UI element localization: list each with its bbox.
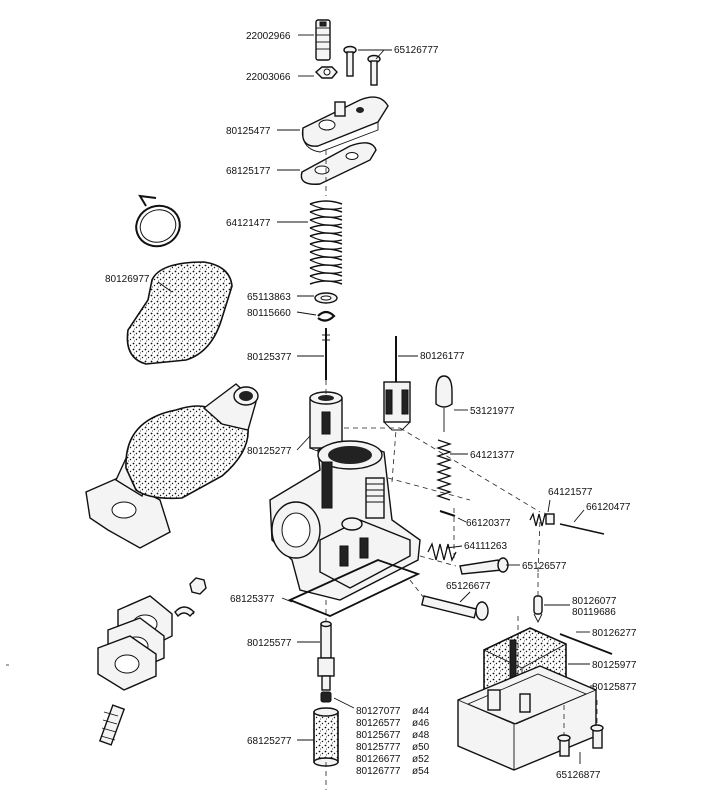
label-80125277: 80125277 xyxy=(247,446,292,457)
hose-clamp-part xyxy=(135,194,181,248)
label-80115660: 80115660 xyxy=(247,308,291,319)
label-80119686: 80119686 xyxy=(572,607,616,618)
nut-part xyxy=(314,66,338,79)
jet-code: 80126777 xyxy=(356,766,401,777)
small-spring-part xyxy=(529,512,605,535)
label-65126777-top: 65126777 xyxy=(394,45,439,56)
choke-plunger-part xyxy=(383,336,411,431)
jet-code: 80125777 xyxy=(356,742,401,753)
label-22002966: 22002966 xyxy=(246,31,291,42)
label-80125377: 80125377 xyxy=(247,352,292,363)
label-80126077: 80126077 xyxy=(572,596,617,607)
needle-clip-part xyxy=(317,310,336,322)
mixture-screw-part xyxy=(459,557,509,575)
jet-code: 80125677 xyxy=(356,730,401,741)
label-80125577: 80125577 xyxy=(247,638,292,649)
label-65126677: 65126677 xyxy=(446,581,491,592)
label-65126577: 65126577 xyxy=(522,561,567,572)
jet-needle-part xyxy=(322,328,330,380)
jet-code: 80127077 xyxy=(356,706,401,717)
label-64111263: 64111263 xyxy=(464,541,507,552)
carburetor-body-part xyxy=(269,440,421,601)
jet-code: 80126677 xyxy=(356,754,401,765)
stud-nut-part xyxy=(174,577,207,618)
jet-size: ø48 xyxy=(412,730,430,741)
float-bowl-part xyxy=(457,665,597,771)
jet-size-table: 80127077 ø44 80126577 ø46 80125677 ø48 8012577… xyxy=(356,706,430,777)
label-68125177: 68125177 xyxy=(226,166,271,177)
side-spring-part xyxy=(427,542,457,562)
alignment-lines xyxy=(325,150,598,790)
air-filter-foam-part xyxy=(126,261,233,365)
jet-size: ø46 xyxy=(412,718,430,729)
label-65126877: 65126877 xyxy=(556,770,601,781)
float-pin-part xyxy=(559,633,613,655)
label-80125977: 80125977 xyxy=(592,660,637,671)
label-80126277: 80126277 xyxy=(592,628,637,639)
intake-manifold-part xyxy=(85,383,259,549)
label-65113863: 65113863 xyxy=(247,292,291,303)
fuel-filter-part xyxy=(313,707,339,767)
label-80125877: 80125877 xyxy=(592,682,637,693)
label-66120377: 66120377 xyxy=(466,518,511,529)
leader-lines xyxy=(157,34,594,764)
label-80126977: 80126977 xyxy=(105,274,150,285)
label-68125277: 68125277 xyxy=(247,736,292,747)
stud-part xyxy=(98,704,126,746)
cotter-pin-part xyxy=(439,510,456,517)
label-80125477: 80125477 xyxy=(226,126,271,137)
label-80126177: 80126177 xyxy=(420,351,465,362)
label-22003066: 22003066 xyxy=(246,72,291,83)
label-64121577: 64121577 xyxy=(548,487,593,498)
main-jet-part xyxy=(320,691,332,703)
label-68125377: 68125377 xyxy=(230,594,275,605)
jet-code: 80126577 xyxy=(356,718,401,729)
float-needle-part xyxy=(533,595,543,624)
cover-plate-part xyxy=(301,96,389,153)
label-64121477: 64121477 xyxy=(226,218,271,229)
bowl-gasket-part xyxy=(287,559,421,617)
slide-spring-part xyxy=(309,200,343,285)
jet-size: ø44 xyxy=(412,706,430,717)
choke-knob-part xyxy=(435,375,453,432)
jet-size: ø50 xyxy=(412,742,430,753)
jet-size: ø54 xyxy=(412,766,430,777)
cover-gasket-part xyxy=(300,142,377,185)
cover-screws-part xyxy=(343,45,381,86)
throttle-slide-part xyxy=(309,391,343,453)
drain-screw-part xyxy=(420,595,489,621)
needle-jet-part xyxy=(317,620,335,691)
spacer-gaskets-part xyxy=(97,595,173,691)
adjust-screw-part xyxy=(315,19,331,61)
jet-size: ø52 xyxy=(412,754,430,765)
label-64121377: 64121377 xyxy=(470,450,515,461)
label-53121977: 53121977 xyxy=(470,406,515,417)
part-labels: 22002966 65126777 22003066 80125477 6812… xyxy=(105,31,637,781)
bowl-screws-part xyxy=(557,724,604,757)
label-66120477: 66120477 xyxy=(586,502,631,513)
choke-spring-part xyxy=(435,439,453,501)
